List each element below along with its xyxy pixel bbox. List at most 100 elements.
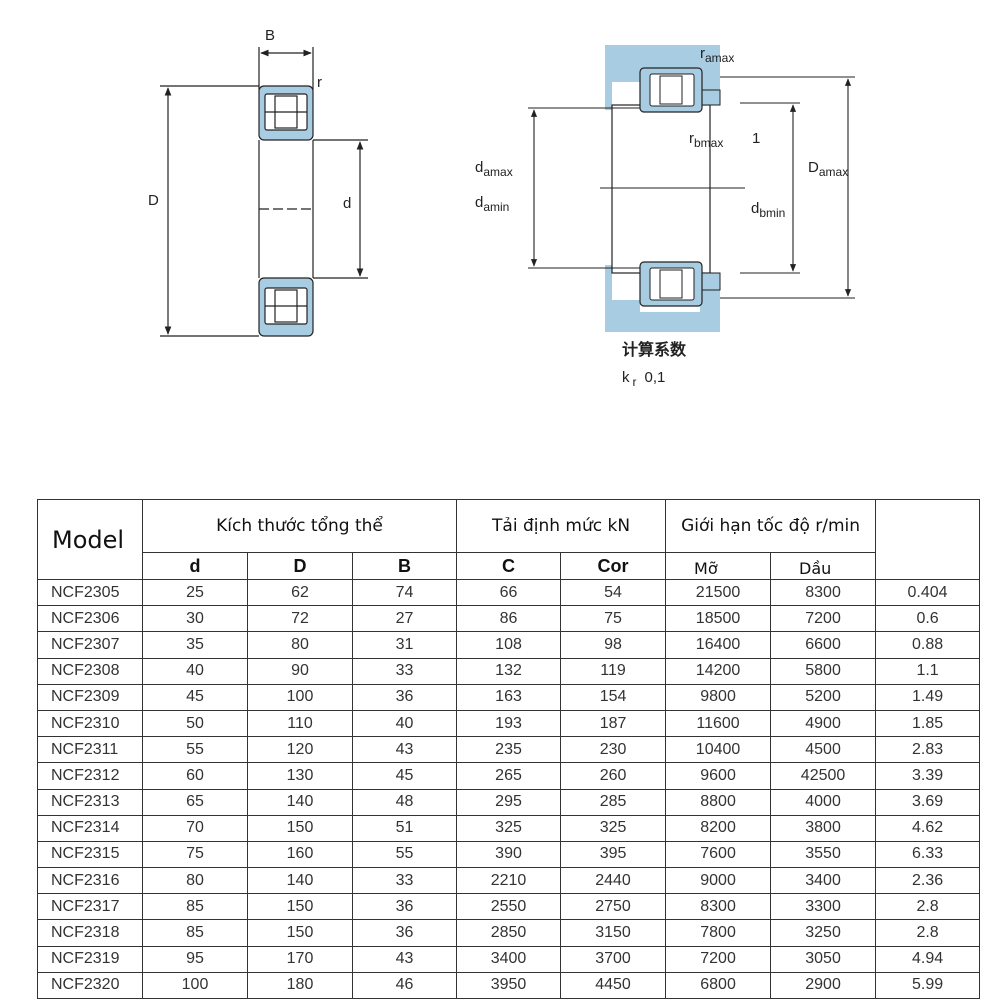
cell-speed-grease: 8800 xyxy=(665,788,772,816)
cell-Cor: 3150 xyxy=(560,919,667,947)
cell-Cor: 154 xyxy=(560,683,667,711)
cell-speed-oil: 2900 xyxy=(770,971,877,1000)
cell-speed-oil: 6600 xyxy=(770,631,877,659)
label-dbmin: dbmin xyxy=(751,200,785,220)
cell-speed-grease: 11600 xyxy=(665,709,772,738)
cell-Cor: 2750 xyxy=(560,893,667,921)
cell-speed-oil: 5800 xyxy=(770,657,877,685)
cell-D: 150 xyxy=(247,814,353,842)
cell-weight: 1.49 xyxy=(875,683,981,711)
cell-speed-grease: 8300 xyxy=(665,893,772,921)
cell-B: 48 xyxy=(351,788,458,816)
cell-Cor: 119 xyxy=(560,657,667,685)
bearing-section-bottom xyxy=(258,277,314,337)
bearing-drawings: B r D d r xyxy=(148,27,855,389)
cell-B: 33 xyxy=(351,657,458,685)
cell-B: 55 xyxy=(351,840,458,869)
cell-weight: 5.99 xyxy=(875,971,981,1000)
cell-C: 163 xyxy=(456,683,562,711)
label-damin: damin xyxy=(475,194,509,214)
cell-speed-grease: 10400 xyxy=(665,736,772,764)
cell-C: 86 xyxy=(456,605,562,633)
cell-D: 80 xyxy=(247,631,353,659)
cell-speed-grease: 7800 xyxy=(665,919,772,947)
header-weight-blank xyxy=(875,499,981,580)
header-grease: Mỡ xyxy=(665,552,772,580)
cell-Cor: 395 xyxy=(560,840,667,869)
header-C: C xyxy=(456,552,562,580)
bearing-section-top xyxy=(258,85,314,141)
cell-D: 140 xyxy=(247,788,353,816)
cell-speed-oil: 3300 xyxy=(770,893,877,921)
cell-C: 2210 xyxy=(456,867,562,895)
cell-B: 40 xyxy=(351,709,458,738)
cell-d: 30 xyxy=(142,605,248,633)
cell-speed-oil: 8300 xyxy=(770,578,877,607)
cell-Cor: 75 xyxy=(560,605,667,633)
label-B: B xyxy=(265,27,275,44)
header-overall-dimensions: Kích thước tổng thể xyxy=(141,499,458,553)
cell-speed-oil: 3800 xyxy=(770,814,877,842)
cell-model: NCF2313 xyxy=(37,788,143,816)
cell-Cor: 98 xyxy=(560,631,667,659)
cell-C: 390 xyxy=(456,840,562,869)
cell-D: 62 xyxy=(247,578,353,607)
cell-D: 180 xyxy=(247,971,353,1000)
cell-speed-grease: 21500 xyxy=(665,578,772,607)
cell-speed-oil: 3550 xyxy=(770,840,877,869)
cell-Cor: 54 xyxy=(560,578,667,607)
cell-model: NCF2308 xyxy=(37,657,143,685)
cell-d: 70 xyxy=(142,814,248,842)
cell-speed-oil: 4500 xyxy=(770,736,877,764)
cell-model: NCF2311 xyxy=(37,736,143,764)
cell-model: NCF2312 xyxy=(37,762,143,790)
cell-weight: 1.1 xyxy=(875,657,981,685)
cell-B: 51 xyxy=(351,814,458,842)
cell-weight: 2.36 xyxy=(875,867,981,895)
cell-D: 72 xyxy=(247,605,353,633)
cell-speed-oil: 4900 xyxy=(770,709,877,738)
label-one: 1 xyxy=(752,130,760,147)
cell-speed-grease: 7600 xyxy=(665,840,772,869)
cell-B: 74 xyxy=(351,578,458,607)
label-ramax: ramax xyxy=(700,45,734,65)
cell-model: NCF2305 xyxy=(37,578,143,607)
cell-B: 33 xyxy=(351,867,458,895)
cell-speed-grease: 18500 xyxy=(665,605,772,633)
mounting-drawing xyxy=(528,45,855,332)
cell-Cor: 230 xyxy=(560,736,667,764)
cell-B: 36 xyxy=(351,919,458,947)
cell-Cor: 3700 xyxy=(560,945,667,973)
cell-Cor: 187 xyxy=(560,709,667,738)
cell-weight: 1.85 xyxy=(875,709,981,738)
calc-factor-title: 计算系数 xyxy=(622,340,687,359)
cell-B: 43 xyxy=(351,945,458,973)
spec-table: Model Kích thước tổng thể Tải định mức k… xyxy=(37,499,981,1000)
cell-C: 325 xyxy=(456,814,562,842)
cell-speed-oil: 5200 xyxy=(770,683,877,711)
cell-speed-oil: 3250 xyxy=(770,919,877,947)
cell-weight: 2.8 xyxy=(875,893,981,921)
cell-C: 193 xyxy=(456,709,562,738)
cell-D: 140 xyxy=(247,867,353,895)
cell-C: 3950 xyxy=(456,971,562,1000)
cell-weight: 0.88 xyxy=(875,631,981,659)
header-Cor: Cor xyxy=(560,552,667,580)
label-rbmax: rbmax xyxy=(689,130,723,150)
cell-model: NCF2310 xyxy=(37,709,143,738)
cell-model: NCF2309 xyxy=(37,683,143,711)
cell-d: 45 xyxy=(142,683,248,711)
cell-speed-grease: 9000 xyxy=(665,867,772,895)
cell-model: NCF2319 xyxy=(37,945,143,973)
cell-Cor: 4450 xyxy=(560,971,667,1000)
cell-D: 110 xyxy=(247,709,353,738)
cell-C: 108 xyxy=(456,631,562,659)
cell-D: 100 xyxy=(247,683,353,711)
